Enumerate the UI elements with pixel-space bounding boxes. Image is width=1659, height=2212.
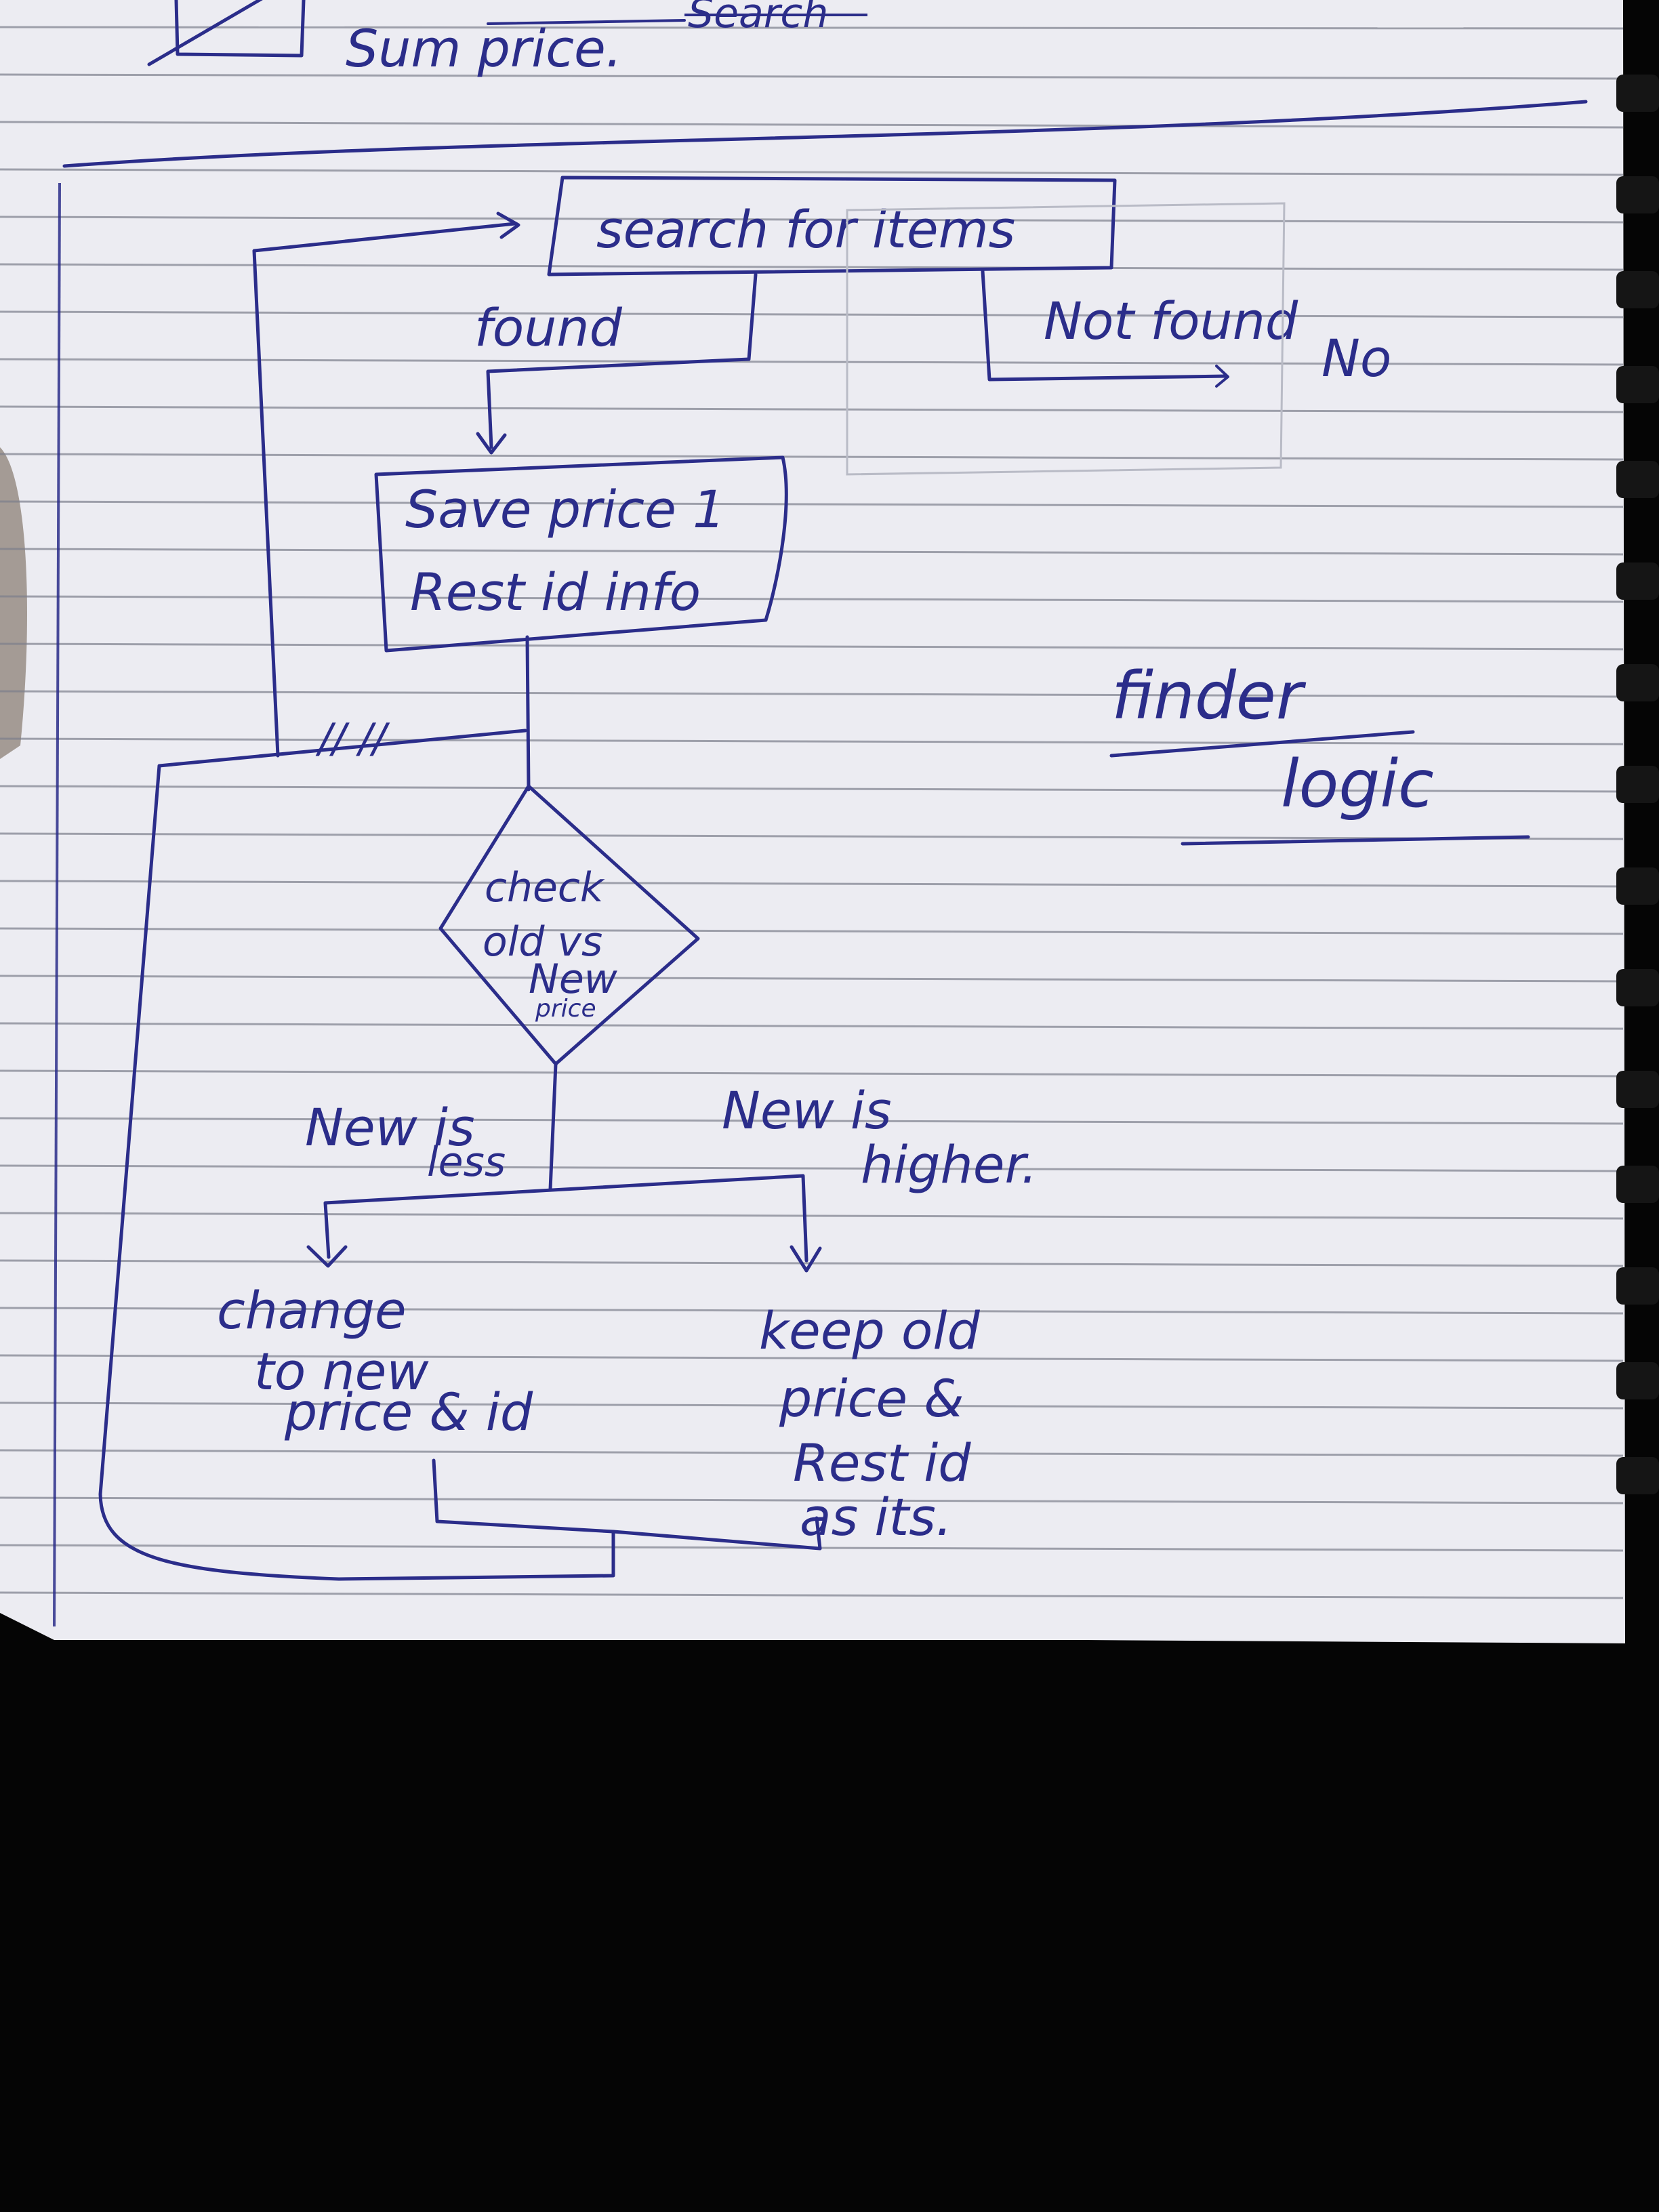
side-title-underline1 bbox=[1109, 730, 1415, 758]
higher-label-line1: New is bbox=[722, 1080, 892, 1141]
margin-line bbox=[53, 182, 61, 1627]
cross-scribble bbox=[147, 0, 263, 66]
finger-shadow bbox=[0, 447, 27, 759]
top-arrow bbox=[487, 19, 686, 25]
change-line2: to new bbox=[254, 1341, 429, 1401]
save-price-box bbox=[374, 455, 788, 653]
loop-back-arrow bbox=[252, 222, 517, 758]
top-crossed-text: Search bbox=[688, 0, 828, 37]
crossed-out-box bbox=[174, 0, 306, 58]
inner-loop-line bbox=[98, 729, 615, 1581]
save-box-line1: Save price 1 bbox=[405, 479, 725, 539]
less-label-line1: New is bbox=[305, 1097, 475, 1158]
spiral-binding bbox=[1616, 75, 1659, 1494]
not-found-label: Not found bbox=[1044, 291, 1298, 351]
save-box-line2: Rest id info bbox=[410, 562, 701, 622]
side-title-underline2 bbox=[1181, 835, 1530, 846]
keep-line4: as its. bbox=[800, 1487, 952, 1547]
change-line3: price & id bbox=[284, 1382, 533, 1442]
found-label: found bbox=[474, 298, 623, 358]
decision-line2: old vs bbox=[483, 918, 602, 966]
keep-line1: keep old bbox=[759, 1300, 981, 1361]
less-label-line2: less bbox=[427, 1139, 506, 1186]
no-label: No bbox=[1322, 328, 1391, 388]
side-title-line2: logic bbox=[1281, 746, 1434, 822]
keep-line2: price & bbox=[779, 1368, 964, 1429]
decision-line1: check bbox=[485, 864, 605, 912]
less-arrowhead bbox=[306, 1245, 348, 1268]
erased-box bbox=[846, 202, 1286, 476]
decision-output-line bbox=[548, 1062, 558, 1191]
outer-top-line bbox=[62, 100, 1588, 168]
top-note-text: Sum price. bbox=[346, 18, 622, 79]
not-found-arrowhead bbox=[1215, 365, 1229, 388]
loop-arrowhead bbox=[496, 211, 520, 239]
search-box bbox=[547, 176, 1117, 276]
decision-line4: price bbox=[535, 995, 596, 1023]
found-arrowhead bbox=[476, 432, 507, 455]
decision-line3: New bbox=[529, 956, 618, 1003]
save-to-decision-line bbox=[525, 635, 531, 792]
change-line1: change bbox=[217, 1280, 407, 1340]
side-title-line1: finder bbox=[1111, 658, 1307, 734]
higher-label-line2: higher. bbox=[861, 1134, 1038, 1195]
ruled-lines bbox=[0, 26, 1624, 1599]
scribble-mark: // // bbox=[315, 715, 390, 762]
merge-line bbox=[432, 1458, 822, 1551]
not-found-branch-line bbox=[981, 269, 1229, 382]
found-branch-line bbox=[486, 272, 758, 449]
keep-line3: Rest id bbox=[793, 1433, 971, 1493]
branch-split-line bbox=[323, 1174, 808, 1263]
higher-arrowhead bbox=[790, 1245, 822, 1273]
